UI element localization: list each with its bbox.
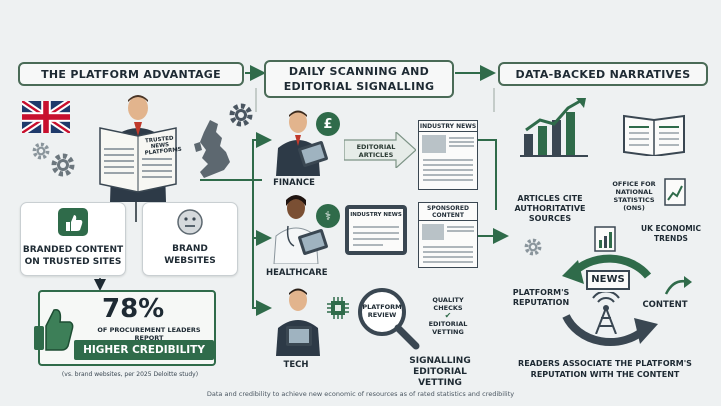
gear-icon bbox=[32, 142, 50, 160]
finance-person-illustration bbox=[276, 110, 328, 176]
stat-value: 78% bbox=[102, 294, 165, 324]
branded-content-card: BRANDED CONTENT ON TRUSTED SITES bbox=[20, 202, 126, 276]
articles-cite-label: ARTICLES CITE AUTHORITATIVE SOURCES bbox=[508, 194, 592, 224]
gear-icon bbox=[229, 103, 253, 127]
content-label: CONTENT bbox=[642, 300, 688, 310]
sponsored-line1: SPONSORED bbox=[427, 205, 469, 212]
editorial-articles-arrow bbox=[344, 132, 416, 168]
uk-trends-line2: TRENDS bbox=[654, 234, 688, 243]
platform-review-line1: PLATFORM bbox=[362, 303, 402, 311]
readers-associate-label: READERS ASSOCIATE THE PLATFORM'S REPUTAT… bbox=[500, 358, 710, 380]
industry-news-paper: INDUSTRY NEWS bbox=[418, 120, 478, 190]
brand-websites-line2: WEBSITES bbox=[164, 256, 216, 266]
healthcare-person-illustration bbox=[273, 195, 328, 264]
editorial-articles-line1: EDITORIAL bbox=[356, 143, 396, 151]
sponsored-content-title: SPONSORED CONTENT bbox=[419, 203, 477, 221]
panel-title-text: THE PLATFORM ADVANTAGE bbox=[41, 67, 221, 81]
magnifier-icon bbox=[358, 288, 420, 350]
uk-map-icon bbox=[194, 120, 230, 178]
panel-title-daily-scanning: DAILY SCANNING AND EDITORIAL SIGNALLING bbox=[264, 60, 454, 98]
healthcare-label: HEALTHCARE bbox=[266, 268, 328, 278]
stat-footnote: (vs. brand websites, per 2025 Deloitte s… bbox=[61, 371, 199, 378]
stat-text: OF PROCUREMENT LEADERS REPORT bbox=[97, 326, 201, 342]
reputation-cycle-arrows bbox=[562, 254, 658, 346]
brand-websites-card: BRAND WEBSITES bbox=[142, 202, 238, 276]
pound-icon: £ bbox=[316, 112, 340, 136]
broadcast-tower-icon bbox=[592, 292, 620, 334]
bar-chart-icon bbox=[520, 98, 588, 157]
news-sign: NEWS bbox=[586, 270, 630, 290]
open-book-icon bbox=[623, 114, 685, 156]
signalling-line1: SIGNALLING bbox=[409, 356, 471, 366]
news-sign-text: NEWS bbox=[591, 274, 625, 285]
panel-title-data-backed: DATA-BACKED NARRATIVES bbox=[498, 62, 708, 86]
tech-label: TECH bbox=[283, 360, 309, 370]
editorial-articles-label: EDITORIAL ARTICLES bbox=[350, 143, 402, 159]
panel-title-text-2: EDITORIAL SIGNALLING bbox=[283, 80, 435, 93]
report-chart-icon bbox=[594, 226, 616, 252]
platform-review-line2: REVIEW bbox=[367, 311, 397, 319]
chip-icon bbox=[327, 297, 349, 319]
newspaper-headline: TRUSTED NEWS PLATFORMS bbox=[144, 135, 183, 157]
neutral-face-icon bbox=[177, 209, 203, 235]
articles-cite-line1: ARTICLES CITE bbox=[517, 194, 583, 203]
tablet-icon bbox=[345, 205, 407, 255]
readers-line2: REPUTATION WITH THE CONTENT bbox=[530, 370, 680, 379]
panel-title-text-1: DAILY SCANNING AND bbox=[288, 65, 430, 78]
reputation-label: PLATFORM'S REPUTATION bbox=[502, 288, 580, 308]
thumbs-up-icon bbox=[34, 309, 74, 351]
quality-checks-line4: VETTING bbox=[432, 328, 464, 336]
platform-review-label: PLATFORM REVIEW bbox=[362, 303, 402, 319]
uk-flag-icon bbox=[22, 101, 70, 133]
uk-trends-line1: UK ECONOMIC bbox=[641, 224, 701, 233]
finance-label: FINANCE bbox=[273, 178, 315, 188]
tech-person-illustration bbox=[276, 288, 320, 356]
arrow-curve-icon bbox=[664, 276, 692, 295]
articles-cite-line3: SOURCES bbox=[528, 214, 572, 223]
editorial-articles-line2: ARTICLES bbox=[358, 151, 394, 159]
panel-title-platform-advantage: THE PLATFORM ADVANTAGE bbox=[18, 62, 244, 86]
ons-line2: NATIONAL bbox=[615, 188, 653, 196]
reputation-line1: PLATFORM'S bbox=[512, 288, 570, 297]
signalling-label: SIGNALLING EDITORIAL VETTING bbox=[390, 356, 490, 389]
ons-line1: OFFICE FOR bbox=[612, 180, 656, 188]
signalling-line2: EDITORIAL VETTING bbox=[413, 367, 467, 388]
caduceus-icon: ⚕ bbox=[316, 204, 340, 228]
quality-checks-line2: CHECKS bbox=[433, 304, 463, 312]
brand-websites-line1: BRAND bbox=[172, 244, 208, 254]
reader-illustration bbox=[99, 95, 177, 202]
footer-caption: Data and credibility to achieve new econ… bbox=[206, 390, 515, 398]
quality-checks-line3: EDITORIAL bbox=[428, 320, 468, 328]
reputation-line2: REPUTATION bbox=[512, 298, 570, 307]
ons-line3: STATISTICS bbox=[613, 196, 655, 204]
articles-cite-line2: AUTHORITATIVE bbox=[514, 204, 586, 213]
ons-label: OFFICE FOR NATIONAL STATISTICS (ONS) bbox=[606, 180, 662, 212]
sponsored-content-paper: SPONSORED CONTENT bbox=[418, 202, 478, 268]
quality-checks-list: QUALITY CHECKS ✔ EDITORIAL VETTING bbox=[418, 296, 478, 336]
ons-line4: (ONS) bbox=[623, 204, 645, 212]
stat-emphasis: HIGHER CREDIBILITY bbox=[74, 340, 214, 360]
gear-icon bbox=[524, 238, 542, 256]
industry-news-title: INDUSTRY NEWS bbox=[419, 123, 477, 132]
quality-checks-line1: QUALITY bbox=[432, 296, 464, 304]
sponsored-line2: CONTENT bbox=[432, 212, 464, 219]
gear-icon bbox=[51, 153, 75, 177]
uk-trends-label: UK ECONOMIC TRENDS bbox=[636, 224, 706, 244]
readers-line1: READERS ASSOCIATE THE PLATFORM'S bbox=[518, 359, 692, 368]
panel-title-text: DATA-BACKED NARRATIVES bbox=[515, 67, 691, 81]
thumbs-up-icon bbox=[58, 208, 88, 236]
document-chart-icon bbox=[664, 178, 686, 206]
branded-content-line2: ON TRUSTED SITES bbox=[24, 257, 122, 267]
tablet-headline: INDUSTRY NEWS bbox=[350, 212, 402, 218]
branded-content-line1: BRANDED CONTENT bbox=[22, 245, 124, 255]
check-icon: ✔ bbox=[444, 311, 452, 320]
